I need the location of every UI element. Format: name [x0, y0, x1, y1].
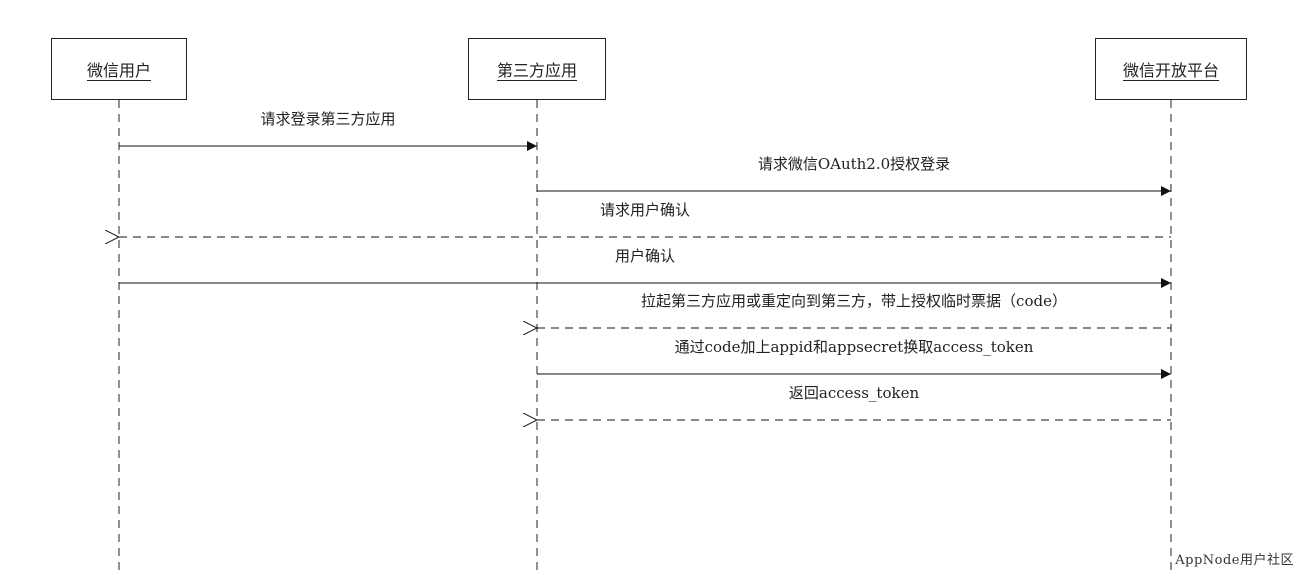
participant-label: 微信用户	[86, 61, 151, 80]
message-label: 请求用户确认	[599, 201, 691, 219]
participant-app: 第三方应用	[468, 38, 606, 100]
participant-user: 微信用户	[51, 38, 187, 100]
watermark: AppNode用户社区	[1175, 553, 1294, 568]
message-label: 通过code加上appid和appsecret换取access_token	[674, 338, 1034, 356]
message-label: 返回access_token	[788, 384, 920, 402]
message-label: 请求微信OAuth2.0授权登录	[757, 155, 951, 173]
participant-label: 微信开放平台	[1122, 61, 1219, 80]
message-label: 拉起第三方应用或重定向到第三方，带上授权临时票据（code）	[641, 292, 1067, 310]
participant-platform: 微信开放平台	[1095, 38, 1247, 100]
participant-label: 第三方应用	[496, 61, 577, 80]
message-label: 用户确认	[614, 247, 676, 265]
message-label: 请求登录第三方应用	[260, 110, 396, 128]
